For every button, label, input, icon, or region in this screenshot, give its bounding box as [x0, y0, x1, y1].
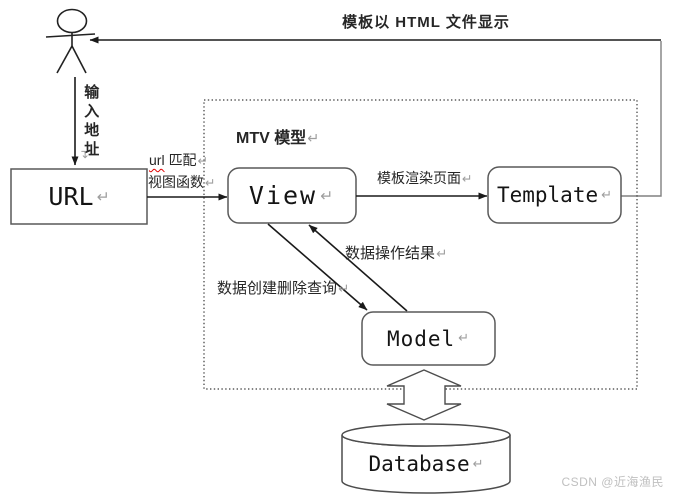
template-render-label: 模板渲染页面↵ [377, 170, 473, 186]
model-box [361, 311, 496, 366]
input-address-return-mark: ↵ [78, 148, 93, 159]
template-node-label: Template↵ [496, 183, 613, 207]
double-arrow-model-database [386, 369, 462, 421]
view-function-label: 视图函数↵ [148, 174, 216, 190]
arrow-view-to-model [267, 223, 368, 311]
url-box [10, 168, 148, 225]
model-node-label: Model↵ [386, 326, 471, 351]
data-operation-result-label: 数据操作结果↵ [345, 245, 448, 262]
input-address-label: 输入地址 [82, 84, 100, 160]
csdn-watermark: CSDN @近海渔民 [561, 475, 664, 489]
data-crud-label: 数据创建删除查询↵ [217, 280, 350, 297]
arrow-model-to-view [308, 224, 408, 312]
mtv-title: MTV 模型↵ [236, 130, 320, 147]
connector-template-right [621, 41, 662, 197]
database-cylinder [341, 423, 511, 494]
template-box [487, 166, 622, 224]
url-node-label: URL↵ [48, 182, 110, 211]
top-arrow-label: 模板以 HTML 文件显示 [342, 14, 510, 31]
user-actor-icon [45, 8, 96, 74]
view-node-label: View↵ [248, 181, 336, 210]
database-node-label: Database↵ [368, 452, 484, 476]
